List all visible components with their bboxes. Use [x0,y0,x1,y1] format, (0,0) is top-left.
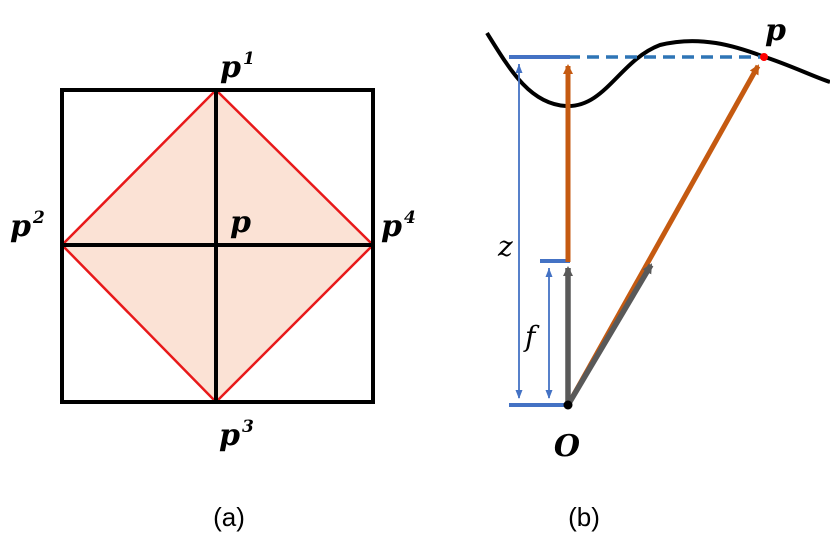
caption-b: (b) [568,502,600,532]
label-point-p: p [765,13,786,48]
panel-b: p O z f (b) [485,13,830,532]
surface-point-p [760,53,768,61]
label-f: f [523,320,540,353]
origin-point [563,400,573,410]
image-ray-arrow [565,263,654,407]
label-p-center: p [230,205,251,240]
surface-curve [485,31,830,109]
label-origin-o: O [554,429,580,464]
caption-a: (a) [213,502,245,532]
label-z: z [497,230,513,263]
